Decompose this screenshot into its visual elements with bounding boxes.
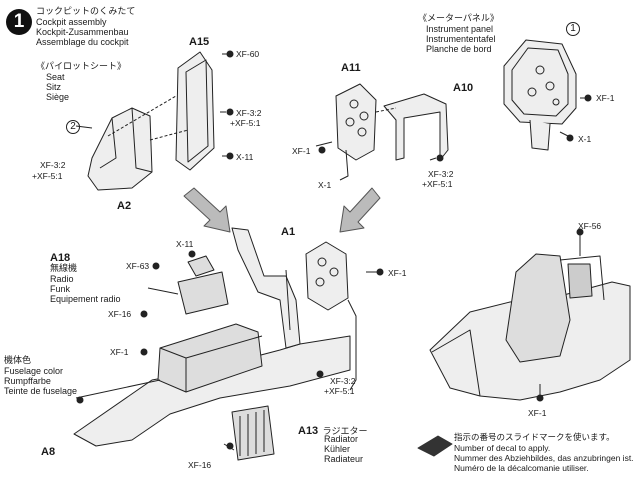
part-label-a13: A13 bbox=[298, 425, 319, 437]
part-label-a2: A2 bbox=[117, 200, 132, 212]
step-title-en: Cockpit assembly bbox=[36, 17, 107, 27]
assembly-arrow-left bbox=[183, 187, 231, 233]
decal-note-de: Nummer des Abziehbildes, das anzubringen… bbox=[454, 453, 634, 463]
instrument-panel-label-en: Instrument panel bbox=[426, 24, 494, 34]
paint-x1-b: X-1 bbox=[578, 134, 592, 144]
paint-xf32-a: XF-3:2 bbox=[236, 108, 262, 118]
radio-label-jp: 無線機 bbox=[50, 264, 78, 274]
seat-part-a2 bbox=[87, 107, 153, 191]
fuselage-color-fr: Teinte de fuselage bbox=[4, 386, 78, 396]
assembly-arrow-right bbox=[339, 187, 381, 233]
decal-icon-shape bbox=[417, 435, 453, 457]
paint-xf1-d: XF-1 bbox=[388, 268, 407, 278]
step-title-fr: Assemblage du cockpit bbox=[36, 37, 129, 47]
decal-note-jp: 指示の番号のスライドマークを使います。 bbox=[454, 433, 615, 443]
paint-xf51-b: +XF-5:1 bbox=[32, 171, 63, 181]
paint-xf16-a: XF-16 bbox=[108, 309, 132, 319]
paint-xf32-d: XF-3:2 bbox=[330, 376, 356, 386]
radio-label-en: Radio bbox=[50, 274, 74, 284]
paint-xf1-e: XF-1 bbox=[528, 408, 547, 418]
decal-note-fr: Numéro de la décalcomanie utiliser. bbox=[454, 463, 589, 473]
paint-xf60: XF-60 bbox=[236, 49, 260, 59]
paint-xf51-a: +XF-5:1 bbox=[230, 118, 261, 128]
decal-note-en: Number of decal to apply. bbox=[454, 443, 551, 453]
part-label-a11: A11 bbox=[341, 62, 361, 74]
instrument-panel-label-block: 《メーターパネル》 Instrument panel Instrumentent… bbox=[418, 14, 499, 54]
paint-x11-a: X-11 bbox=[236, 152, 254, 162]
paint-xf51-c: +XF-5:1 bbox=[422, 179, 453, 189]
radiator-a13 bbox=[231, 405, 275, 461]
fuselage-color-jp: 機体色 bbox=[4, 356, 32, 366]
radiator-label-fr: Radiateur bbox=[324, 454, 364, 464]
decal-marker-panel: 1 bbox=[566, 22, 580, 36]
step-title-de: Kockpit-Zusammenbau bbox=[36, 27, 129, 37]
paint-xf1-c: XF-1 bbox=[110, 347, 129, 357]
instrument-panel-drawing bbox=[503, 39, 577, 125]
instrument-panel-label-de: Instrumententafel bbox=[426, 34, 496, 44]
seat-label-en: Seat bbox=[46, 72, 65, 82]
fuselage-color-en: Fuselage color bbox=[4, 366, 64, 376]
paint-x11-b: X-11 bbox=[176, 239, 194, 249]
radiator-label-jp: ラジエター bbox=[322, 427, 368, 437]
seat-armor-part-a15 bbox=[175, 51, 215, 171]
paint-xf63: XF-63 bbox=[126, 261, 150, 271]
paint-x1-a: X-1 bbox=[318, 180, 332, 190]
radio-label-block: A18 無線機 Radio Funk Equipement radio bbox=[50, 252, 121, 304]
radiator-label-de: Kühler bbox=[324, 444, 351, 454]
seat-label-de: Sitz bbox=[46, 82, 62, 92]
radio-label-fr: Equipement radio bbox=[50, 294, 121, 304]
fuselage-color-block: 機体色 Fuselage color Rumpffarbe Teinte de … bbox=[4, 356, 77, 396]
decal-note-block: 指示の番号のスライドマークを使います。 Number of decal to a… bbox=[454, 433, 634, 473]
fuselage-color-de: Rumpffarbe bbox=[4, 376, 51, 386]
radiator-label-en: Radiator bbox=[324, 434, 359, 444]
part-label-a18: A18 bbox=[50, 252, 71, 264]
seat-label-fr: Siège bbox=[46, 92, 70, 102]
side-frame-a1 bbox=[231, 227, 301, 349]
decal-marker-seat: 2 bbox=[66, 120, 80, 134]
paint-xf56: XF-56 bbox=[578, 221, 602, 231]
paint-xf32-b: XF-3:2 bbox=[40, 160, 66, 170]
radio-box bbox=[177, 271, 229, 315]
radiator-label-block: Radiator Kühler Radiateur bbox=[324, 434, 363, 464]
instrument-panel-label-jp: 《メーターパネル》 bbox=[418, 14, 499, 24]
part-label-a15: A15 bbox=[189, 36, 210, 48]
part-label-a8: A8 bbox=[41, 446, 56, 458]
step-number-badge: 1 bbox=[6, 9, 32, 35]
step-title-block: コックピットのくみたて Cockpit assembly Kockpit-Zus… bbox=[36, 7, 135, 47]
seat-label-jp: 《パイロットシート》 bbox=[36, 62, 127, 72]
part-label-a10: A10 bbox=[453, 82, 474, 94]
paint-xf1-a: XF-1 bbox=[292, 146, 311, 156]
instrument-panel-label-fr: Planche de bord bbox=[426, 44, 492, 54]
panel-part-a11 bbox=[335, 83, 377, 161]
radiator-title: A13 ラジエター bbox=[298, 421, 367, 439]
radio-label-de: Funk bbox=[50, 284, 71, 294]
part-label-a1: A1 bbox=[281, 226, 296, 238]
step-title-jp: コックピットのくみたて bbox=[36, 7, 136, 17]
paint-xf1-b: XF-1 bbox=[596, 93, 615, 103]
paint-xf16-b: XF-16 bbox=[188, 460, 212, 470]
paint-xf32-c: XF-3:2 bbox=[428, 169, 454, 179]
paint-xf51-d: +XF-5:1 bbox=[324, 386, 355, 396]
frame-part-a10 bbox=[383, 93, 449, 161]
seat-label-block: 《パイロットシート》 Seat Sitz Siège bbox=[36, 62, 126, 102]
